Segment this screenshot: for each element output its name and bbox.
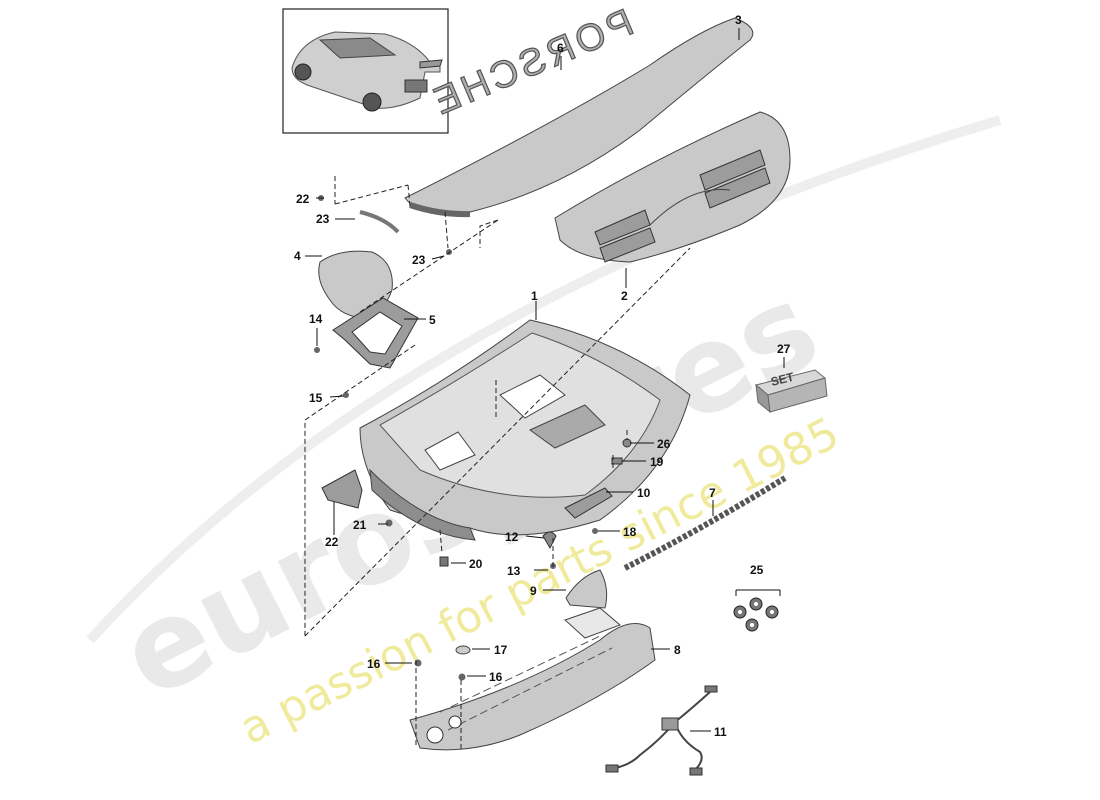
part-rear-lid xyxy=(359,319,691,541)
callout-6: 6 xyxy=(557,41,564,55)
part-repair-set: SET xyxy=(754,369,828,414)
callout-14: 14 xyxy=(309,312,323,326)
callout-4: 4 xyxy=(294,249,301,263)
callout-23: 22 xyxy=(325,535,339,549)
part-cover-9 xyxy=(565,569,608,609)
callout-1: 1 xyxy=(531,289,538,303)
part-hinge xyxy=(321,469,363,509)
callout-18: 18 xyxy=(623,525,637,539)
callout-labels: 3 6 22 23 4 23 2 1 5 14 15 27 26 19 10 7… xyxy=(294,13,791,739)
callout-19: 19 xyxy=(650,455,664,469)
callout-17: 17 xyxy=(494,643,508,657)
part-latch xyxy=(564,487,613,519)
callout-21: 21 xyxy=(353,518,367,532)
callout-13: 13 xyxy=(507,564,521,578)
callout-2: 2 xyxy=(621,289,628,303)
fasteners xyxy=(314,195,632,681)
part-carrier xyxy=(409,607,656,751)
callout-25: 23 xyxy=(316,212,330,226)
callout-10: 10 xyxy=(637,486,651,500)
callout-24: 25 xyxy=(750,563,764,577)
part-strip-7 xyxy=(623,475,787,571)
leader-lines xyxy=(305,28,785,732)
vehicle-thumbnail xyxy=(282,8,449,134)
callout-5: 5 xyxy=(429,313,436,327)
car-image xyxy=(291,31,443,112)
callout-7: 7 xyxy=(709,486,716,500)
part-deck-lid-grille xyxy=(554,111,791,263)
part-nut-set xyxy=(733,597,779,632)
callout-22a: 22 xyxy=(296,192,310,206)
callout-22b: 23 xyxy=(412,253,426,267)
watermark-swoosh xyxy=(86,115,1002,644)
callout-12: 12 xyxy=(505,530,519,544)
part-seal-strip xyxy=(359,210,400,234)
callout-16b: 16 xyxy=(489,670,503,684)
callout-11: 11 xyxy=(714,725,727,739)
callout-8: 8 xyxy=(674,643,681,657)
set-label: SET xyxy=(769,370,796,389)
callout-15: 15 xyxy=(309,391,323,405)
callout-26: 26 xyxy=(657,437,671,451)
part-wiring-harness xyxy=(605,685,718,776)
callout-20: 20 xyxy=(469,557,483,571)
callout-27: 27 xyxy=(777,342,791,356)
part-bracket xyxy=(332,297,419,369)
callout-9: 9 xyxy=(530,584,537,598)
callout-3: 3 xyxy=(735,13,742,27)
reference-lines xyxy=(304,176,691,750)
callout-16a: 16 xyxy=(367,657,381,671)
